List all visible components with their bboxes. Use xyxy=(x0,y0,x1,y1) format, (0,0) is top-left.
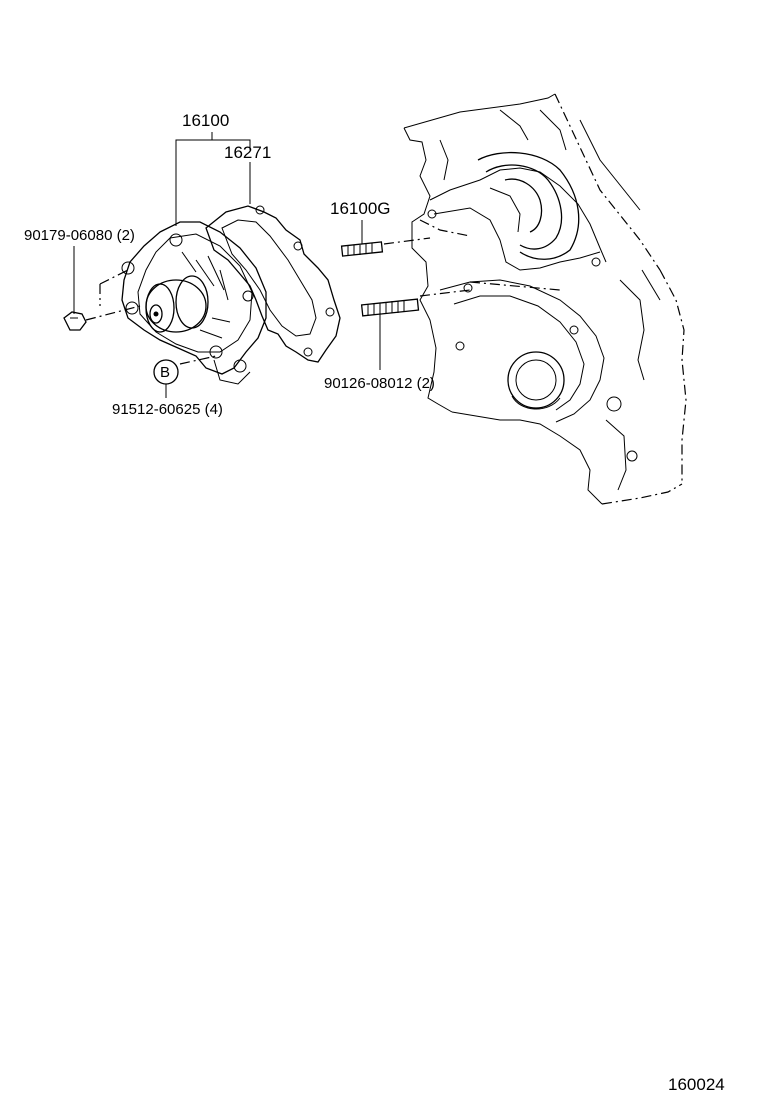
nut-drawing xyxy=(63,311,87,331)
label-gasket: 16271 xyxy=(224,143,271,162)
bolt-marker-circle xyxy=(153,359,179,385)
stud-long-drawing xyxy=(360,298,420,317)
stud-short-drawing xyxy=(340,241,384,257)
label-nut: 90179-06080 (2) xyxy=(24,227,135,244)
engine-block-drawing xyxy=(403,93,687,505)
label-stud: 90126-08012 (2) xyxy=(324,375,435,392)
leader-lines xyxy=(73,132,471,398)
water-pump-drawing xyxy=(121,205,341,385)
label-bolt-marker: B xyxy=(160,364,170,381)
label-stud-set: 16100G xyxy=(330,199,391,218)
label-assembly: 16100 xyxy=(182,111,229,130)
figure-number: 160024 xyxy=(668,1075,725,1094)
label-bolt: 91512-60625 (4) xyxy=(112,401,223,418)
